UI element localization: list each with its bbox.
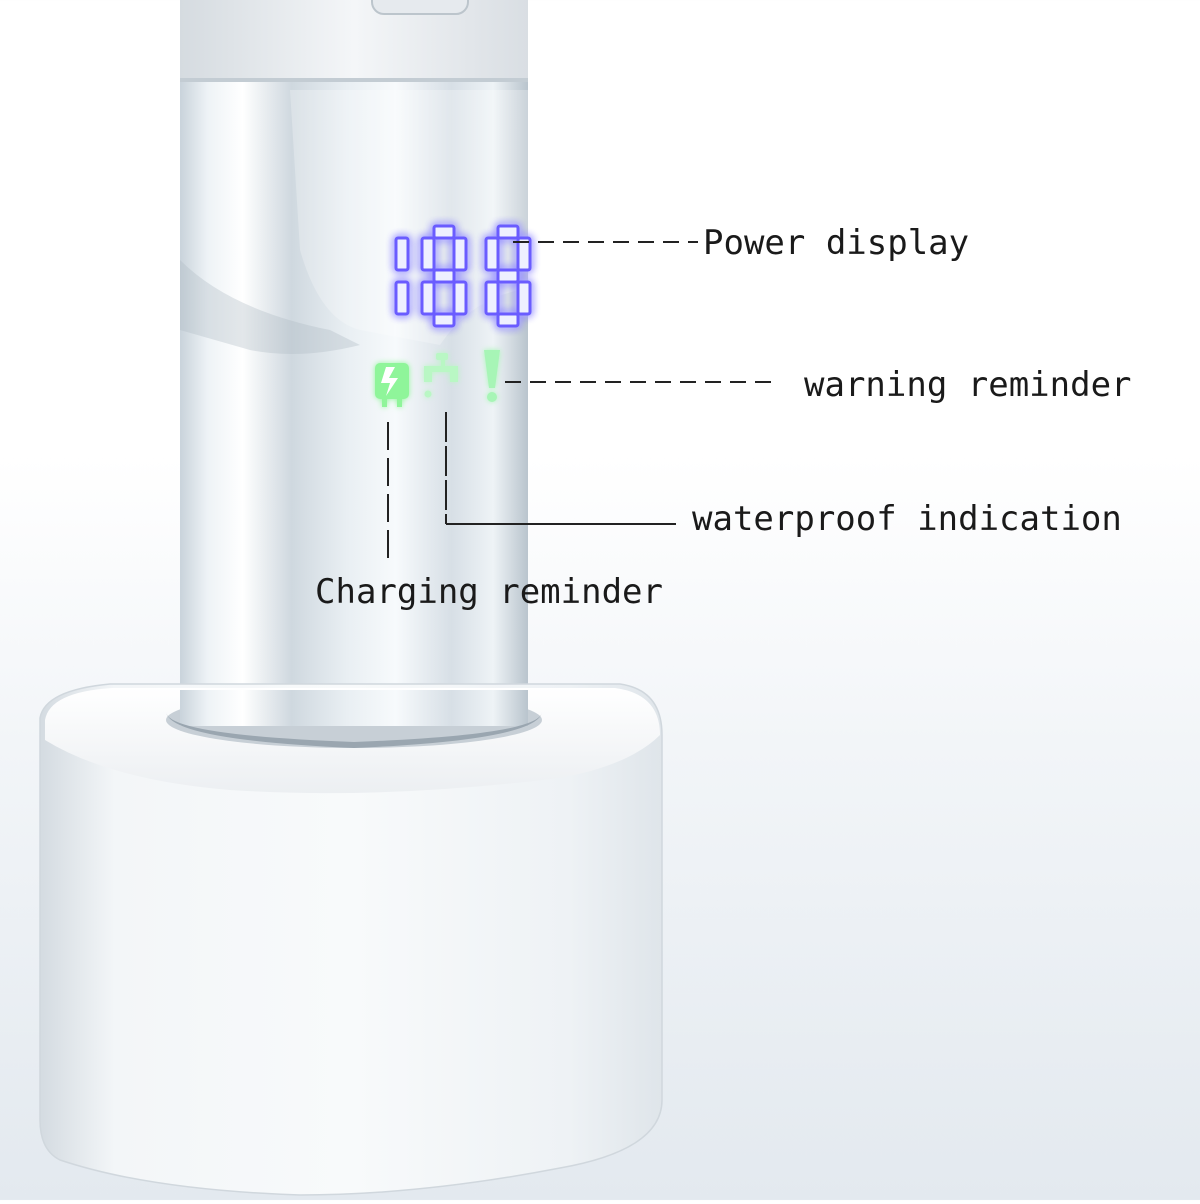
display-segment <box>452 280 468 316</box>
exclamation-icon <box>484 350 500 402</box>
warning-reminder-label: warning reminder <box>804 365 1132 405</box>
body-shadow <box>180 260 360 354</box>
waterproof-indication-label: waterproof indication <box>692 499 1122 539</box>
display-segment <box>420 280 436 316</box>
power-button[interactable] <box>371 0 469 15</box>
device-body-bottom <box>180 690 528 726</box>
display-segment <box>432 312 456 328</box>
plug-icon <box>375 363 409 407</box>
display-segment <box>432 224 456 240</box>
charging-base <box>39 683 663 1196</box>
faucet-icon <box>424 353 458 398</box>
display-segment <box>516 280 532 316</box>
charging-reminder-label: Charging reminder <box>315 572 663 612</box>
display-segment <box>516 236 532 272</box>
power-display-digits <box>394 224 532 328</box>
callout-leaders <box>387 241 776 558</box>
display-segment <box>496 268 520 284</box>
display-segment <box>394 236 410 272</box>
power-display-label: Power display <box>703 223 970 263</box>
display-segment <box>394 280 410 316</box>
display-segment <box>420 236 436 272</box>
device-cap <box>180 0 528 82</box>
display-segment <box>452 236 468 272</box>
display-segment <box>432 268 456 284</box>
display-segment <box>496 224 520 240</box>
device-body <box>180 70 528 750</box>
display-segment <box>496 312 520 328</box>
display-segment <box>484 280 500 316</box>
display-segment <box>484 236 500 272</box>
cap-seam <box>180 78 528 82</box>
socket-lip <box>166 712 542 748</box>
